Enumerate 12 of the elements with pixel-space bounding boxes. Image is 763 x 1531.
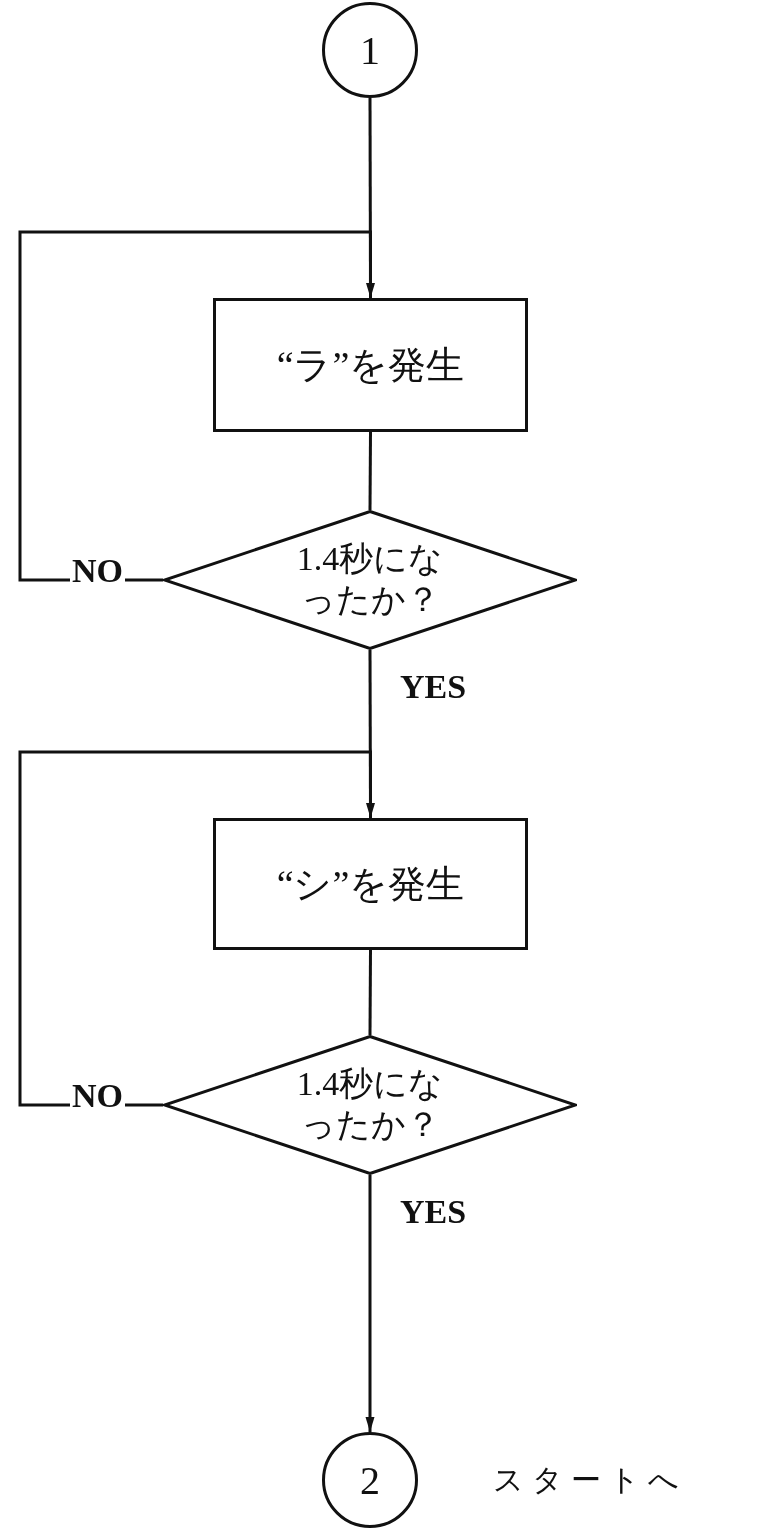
- decision-diamond: 1.4秒になったか？: [163, 1035, 577, 1175]
- arrow: [365, 1175, 375, 1432]
- process-box: “シ”を発生: [213, 818, 528, 950]
- note-text: スタートへ: [493, 1462, 687, 1498]
- arrow: [18, 750, 375, 1107]
- connector-circle: 2: [322, 1432, 418, 1528]
- process-box: “ラ”を発生: [213, 298, 528, 432]
- flow-line: [368, 950, 372, 1035]
- decision-diamond: 1.4秒になったか？: [163, 510, 577, 650]
- arrow: [18, 230, 375, 582]
- connector-circle: 1: [322, 2, 418, 98]
- flow-line: [368, 432, 372, 510]
